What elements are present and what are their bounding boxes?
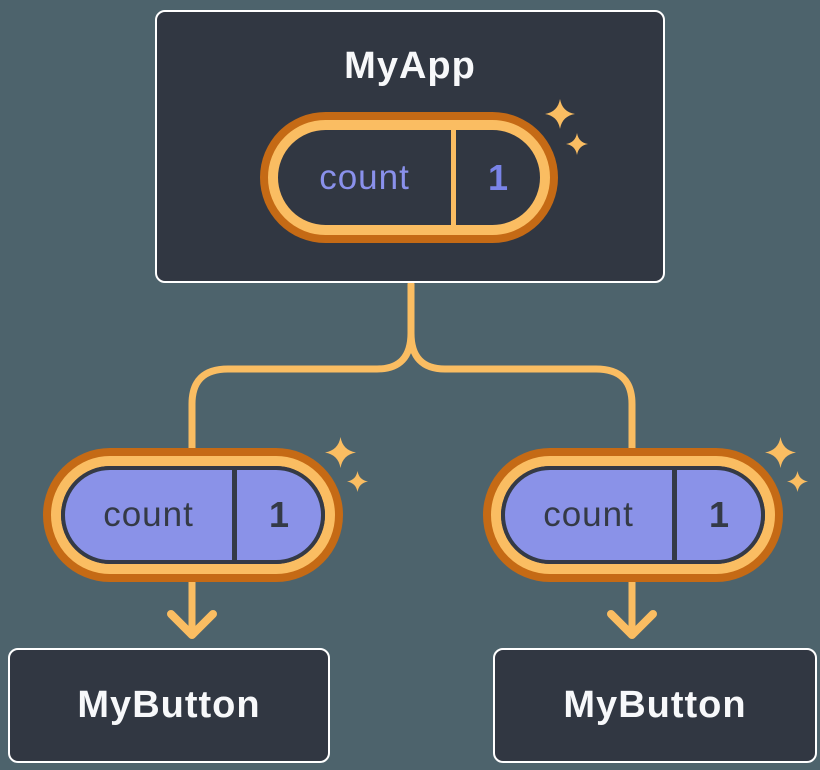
branch-left-line (188, 329, 415, 637)
sparkle-icon (545, 99, 575, 129)
state-pill-label: count (319, 157, 410, 197)
prop-pill-label: count (103, 495, 194, 534)
component-card-myapp: MyApp count 1 (155, 10, 665, 283)
sparkle-small-icon (787, 471, 808, 492)
prop-pill-value: 1 (268, 494, 290, 535)
prop-pill-right: count 1 (491, 456, 775, 574)
pill-divider (451, 130, 456, 225)
component-card-mybutton-left: MyButton (8, 648, 330, 763)
sparkle-icon (325, 437, 356, 468)
arrow-down-icon (607, 610, 657, 639)
state-pill: count 1 (268, 120, 550, 235)
prop-pill-label: count (543, 495, 634, 534)
state-pill-value: 1 (487, 156, 509, 198)
sparkle-small-icon (347, 471, 368, 492)
sparkle-icon (765, 437, 796, 468)
component-title: MyButton (77, 684, 261, 726)
component-title: MyButton (563, 684, 747, 726)
prop-pill-value: 1 (708, 494, 730, 535)
component-title: MyApp (344, 45, 476, 87)
branch-right-line (407, 329, 636, 637)
prop-pill-left: count 1 (51, 456, 335, 574)
pill-divider (672, 470, 677, 560)
sparkle-small-icon (566, 133, 588, 155)
arrow-down-icon (167, 610, 217, 639)
component-card-mybutton-right: MyButton (493, 648, 817, 763)
pill-divider (232, 470, 237, 560)
